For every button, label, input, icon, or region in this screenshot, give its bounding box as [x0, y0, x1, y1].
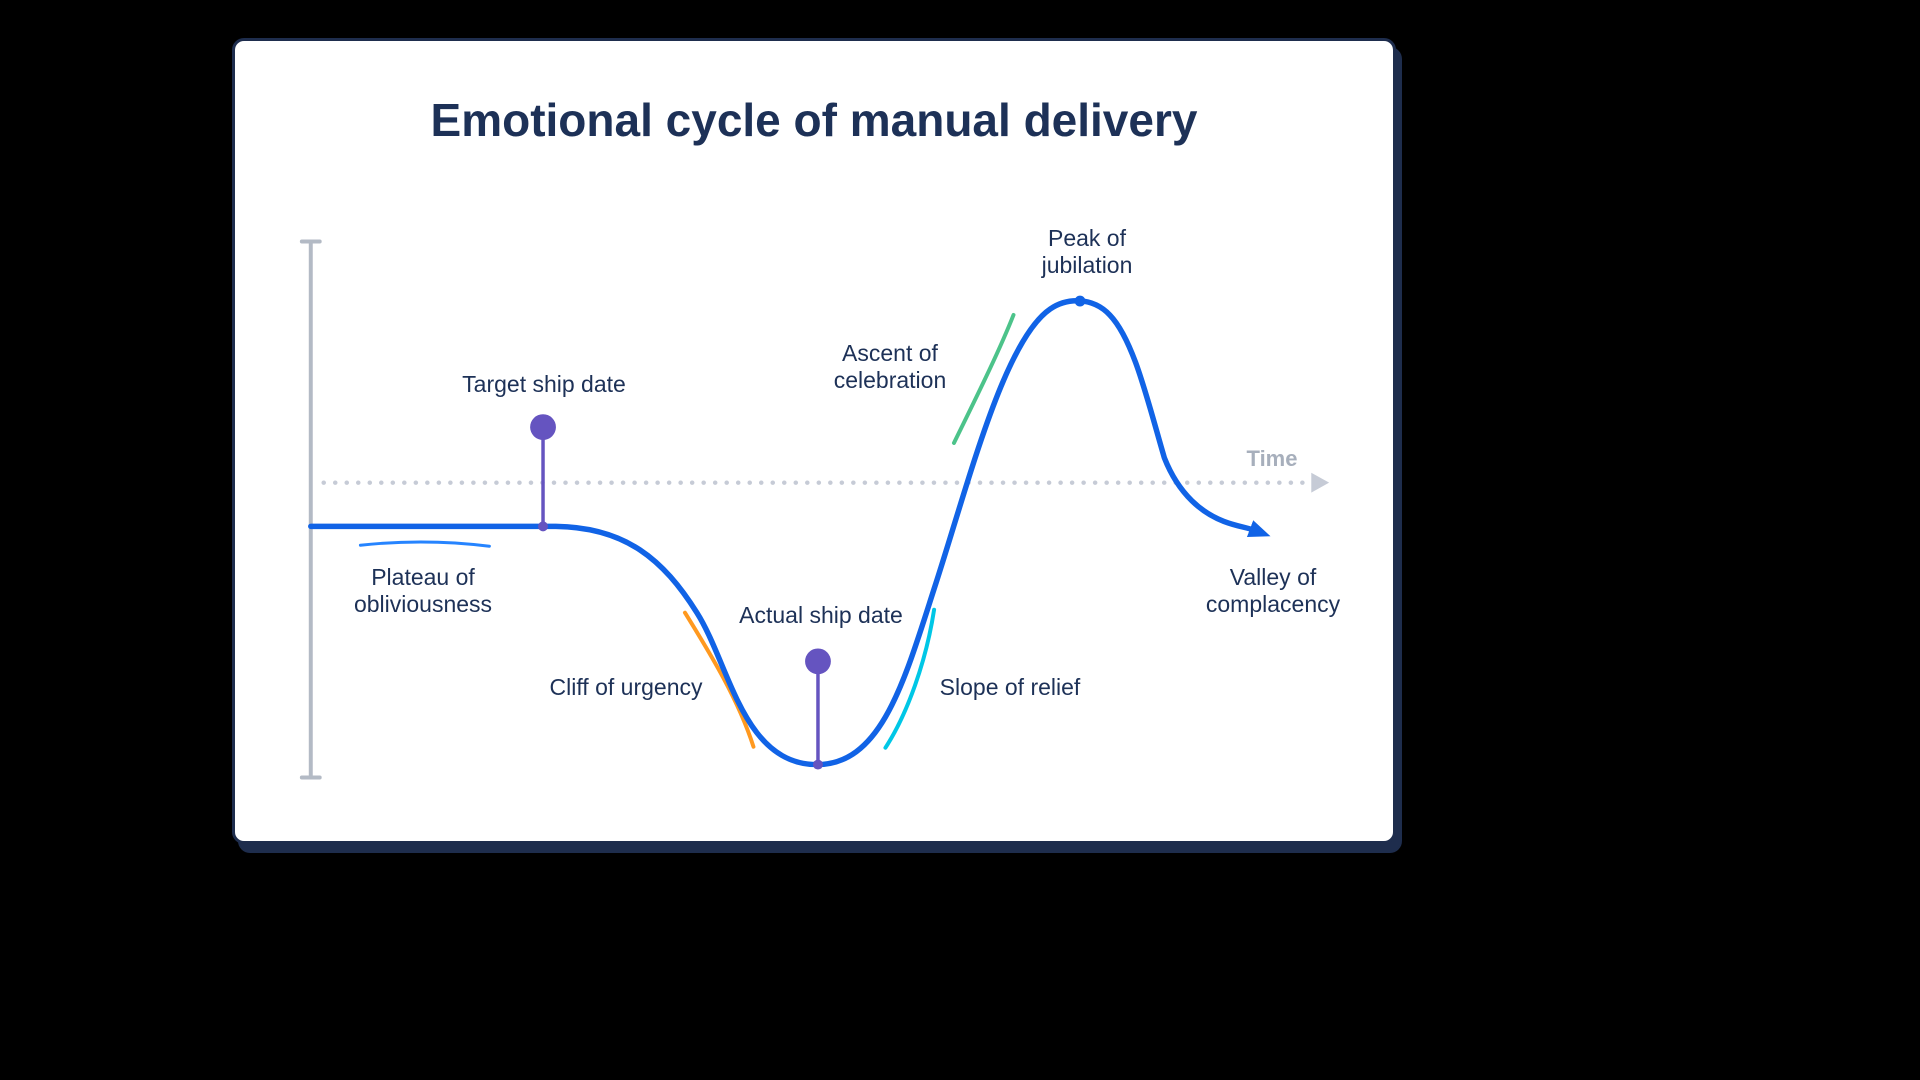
label-slope-of-relief: Slope of relief — [940, 674, 1081, 701]
actual-ship-date-pin — [805, 648, 831, 770]
cliff-accent-stroke — [682, 610, 756, 749]
label-line: Target ship date — [462, 371, 626, 397]
label-line: Plateau of — [371, 564, 475, 590]
ascent-accent-stroke — [951, 312, 1016, 445]
label-line: Valley of — [1229, 564, 1317, 590]
label-plateau-of-obliviousness: Plateau of obliviousness — [354, 564, 492, 618]
label-line: Ascent of — [842, 340, 938, 366]
label-ascent-of-celebration: Ascent of celebration — [834, 340, 947, 394]
label-peak-of-jubilation: Peak of jubilation — [1042, 225, 1133, 279]
label-line: obliviousness — [353, 591, 493, 617]
emotion-axis — [299, 239, 322, 780]
label-cliff-of-urgency: Cliff of urgency — [550, 674, 703, 701]
label-target-ship-date: Target ship date — [462, 371, 626, 398]
label-line: Cliff of urgency — [549, 674, 703, 700]
label-line: Slope of relief — [939, 674, 1081, 700]
diagram-card: Emotional cycle of manual delivery — [232, 38, 1396, 844]
plateau-underline-stroke — [358, 540, 491, 548]
diagram-title: Emotional cycle of manual delivery — [430, 94, 1198, 146]
target-ship-date-pin — [530, 414, 556, 532]
time-axis-arrow-icon — [1311, 472, 1330, 493]
label-time-axis: Time — [1247, 445, 1298, 472]
pin-ball — [530, 414, 556, 441]
label-line: Actual ship date — [739, 602, 903, 628]
label-line: Peak of — [1047, 225, 1126, 251]
pin-anchor-dot — [813, 759, 823, 770]
label-valley-of-complacency: Valley of complacency — [1206, 564, 1340, 618]
slope-accent-stroke — [883, 607, 937, 750]
pin-ball — [805, 648, 831, 675]
pin-anchor-dot — [538, 521, 548, 532]
curve-canvas — [299, 239, 1330, 780]
label-line: Time — [1246, 446, 1298, 471]
label-line: complacency — [1205, 591, 1341, 617]
emotion-curve — [308, 298, 1271, 768]
label-actual-ship-date: Actual ship date — [739, 602, 903, 629]
label-line: jubilation — [1041, 252, 1133, 278]
label-line: celebration — [833, 367, 947, 393]
peak-dot — [1074, 295, 1086, 307]
